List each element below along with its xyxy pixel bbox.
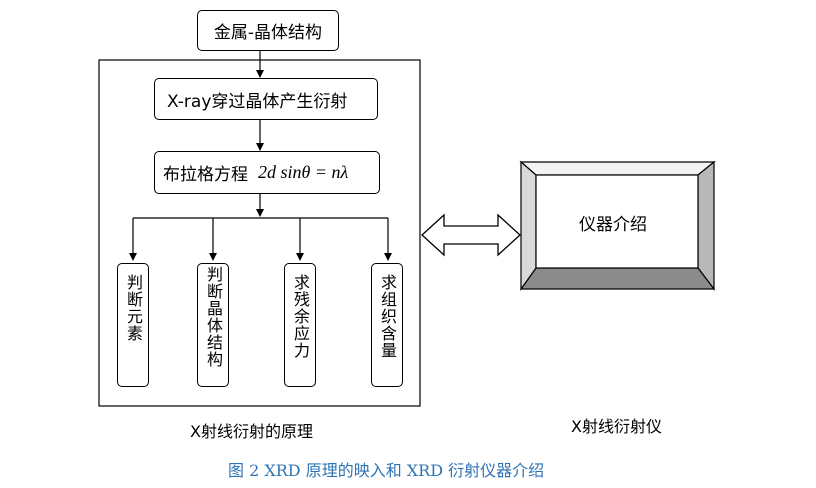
node-metal-crystal-label: 金属-晶体结构 bbox=[213, 23, 323, 43]
instrument-label: X射线衍射仪 bbox=[571, 417, 662, 436]
branch-label-3: 求残余应力 bbox=[291, 274, 310, 359]
double-arrow bbox=[421, 213, 521, 257]
node-xray-diffraction-label: X-ray穿过晶体产生衍射 bbox=[167, 91, 348, 112]
node-metal-crystal: 金属-晶体结构 bbox=[197, 10, 339, 51]
branch-label-1: 判断元素 bbox=[124, 274, 143, 342]
branch-box-3: 求残余应力 bbox=[284, 263, 316, 387]
branch-label-4: 求组织含量 bbox=[378, 274, 397, 359]
node-bragg-label: 布拉格方程 bbox=[163, 165, 248, 185]
branch-box-2: 判断晶体结构 bbox=[197, 263, 229, 387]
node-xray-diffraction: X-ray穿过晶体产生衍射 bbox=[154, 78, 378, 120]
figure-caption: 图 2 XRD 原理的映入和 XRD 衍射仪器介绍 bbox=[228, 461, 545, 480]
instrument-frame bbox=[519, 160, 716, 291]
node-bragg-equation: 布拉格方程 2d sinθ = nλ bbox=[154, 151, 380, 194]
branch-label-2: 判断晶体结构 bbox=[204, 266, 223, 368]
branch-box-1: 判断元素 bbox=[117, 263, 149, 387]
bragg-formula: 2d sinθ = nλ bbox=[258, 162, 349, 182]
branch-box-4: 求组织含量 bbox=[371, 263, 403, 387]
principle-label: X射线衍射的原理 bbox=[190, 422, 313, 441]
instrument-intro-label: 仪器介绍 bbox=[579, 215, 647, 235]
